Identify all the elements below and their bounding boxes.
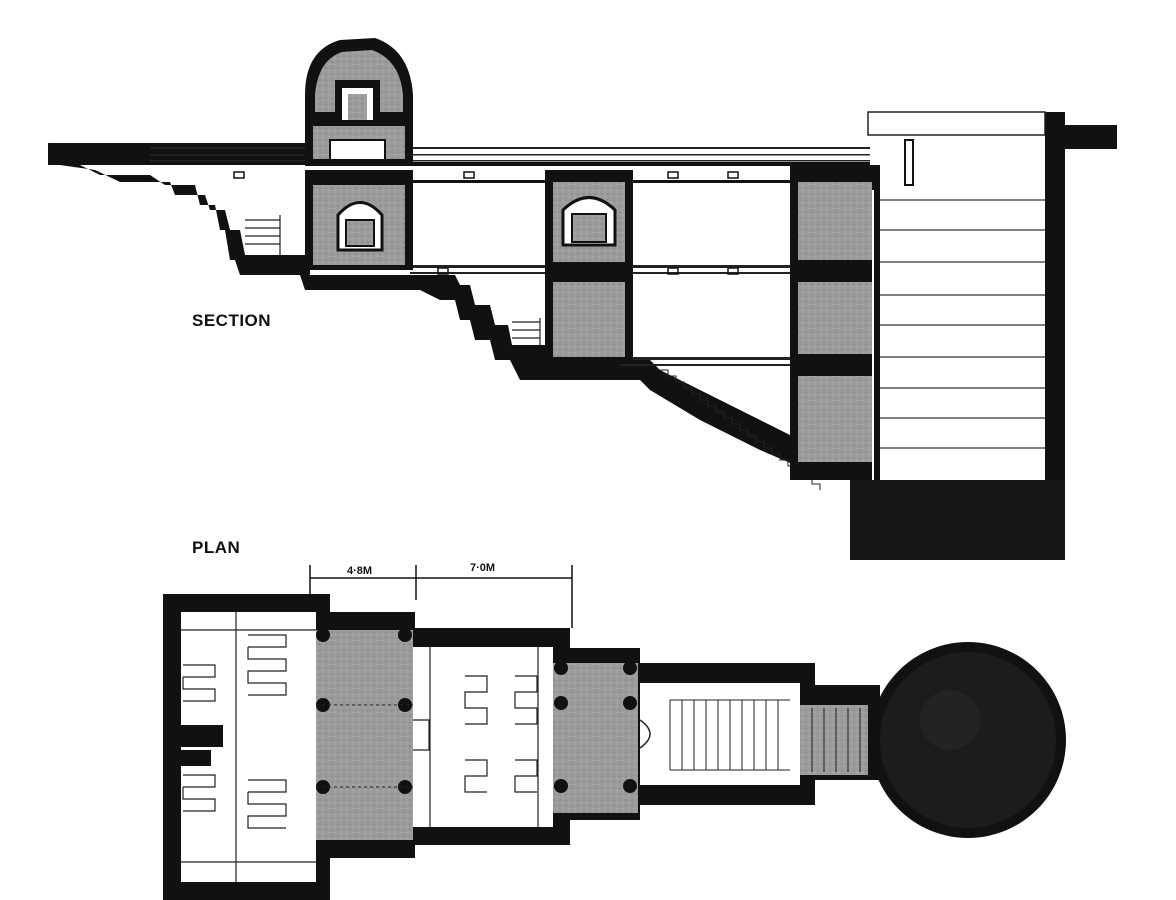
ground-slab [48,143,870,165]
dimension-bay-2: 7·0M [470,562,495,574]
entrance-pavilion [305,38,413,270]
pavilion-2-plan [553,661,638,813]
plan-drawing: PLAN 4·8M 7·0M [163,538,1066,900]
middle-steps-plan [413,647,553,827]
middle-pavilion [545,170,633,362]
circular-well-plan [870,642,1066,838]
well-shaft [850,111,1117,560]
dimension-bay-1: 4·8M [347,565,372,577]
deep-pavilion [790,165,880,480]
plan-label: PLAN [192,538,240,557]
dimension-line [309,565,573,628]
section-label: SECTION [192,311,271,330]
entrance-steps-plan [181,612,316,882]
section-drawing: SECTION [48,38,1117,560]
stair-flight-1 [245,215,281,255]
beam-brackets [233,171,739,275]
pavilion-1-plan [316,628,413,840]
connector-plan [800,705,868,775]
stair-flight-2 [512,318,541,345]
long-flight-plan [639,683,800,785]
